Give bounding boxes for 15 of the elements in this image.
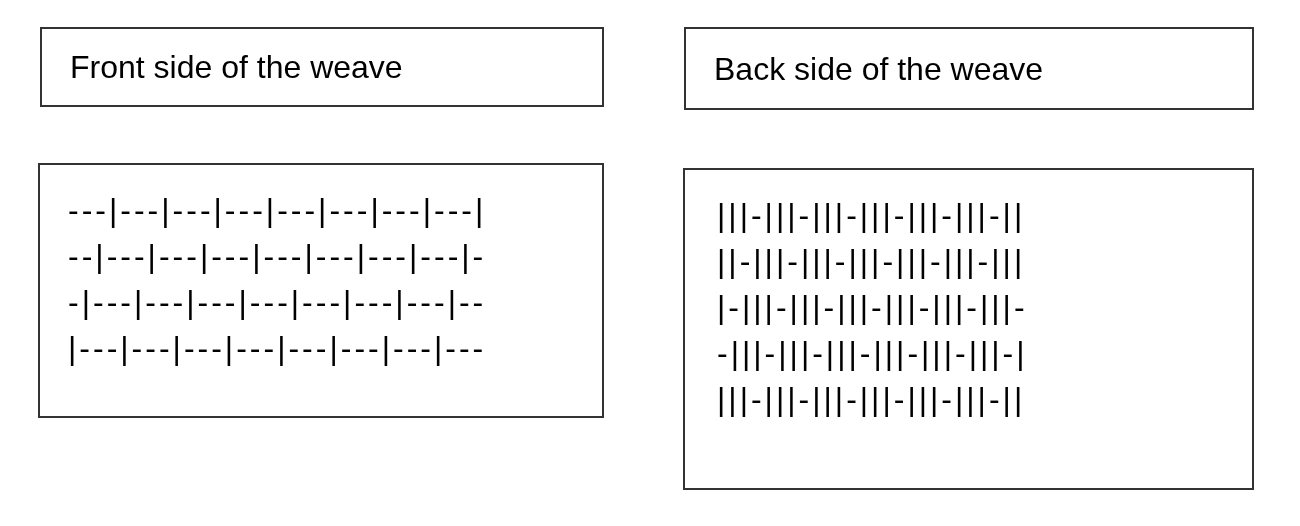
weave-pattern-line: --|---|---|---|---|---|---|---|- [68, 237, 488, 276]
pattern-box [683, 168, 1254, 490]
weave-pattern-line: -|---|---|---|---|---|---|---|-- [68, 283, 488, 322]
weave-pattern-line: |-|||-|||-|||-|||-|||-|||- [717, 288, 1029, 327]
weave-pattern-line: -|||-|||-|||-|||-|||-|||-| [717, 334, 1029, 373]
weave-pattern-line: ||-|||-|||-|||-|||-|||-||| [717, 242, 1027, 281]
weave-pattern-line: |||-|||-|||-|||-|||-|||-|| [717, 196, 1027, 235]
weave-pattern-line: |||-|||-|||-|||-|||-|||-|| [717, 380, 1027, 419]
heading-text: Back side of the weave [714, 52, 1044, 85]
pattern-box [38, 163, 604, 418]
weave-pattern-line: ---|---|---|---|---|---|---|---| [68, 191, 488, 230]
weave-pattern-line: |---|---|---|---|---|---|---|--- [68, 329, 488, 368]
heading-text: Front side of the weave [70, 51, 403, 83]
heading-box [40, 27, 604, 107]
heading-box [684, 27, 1254, 110]
